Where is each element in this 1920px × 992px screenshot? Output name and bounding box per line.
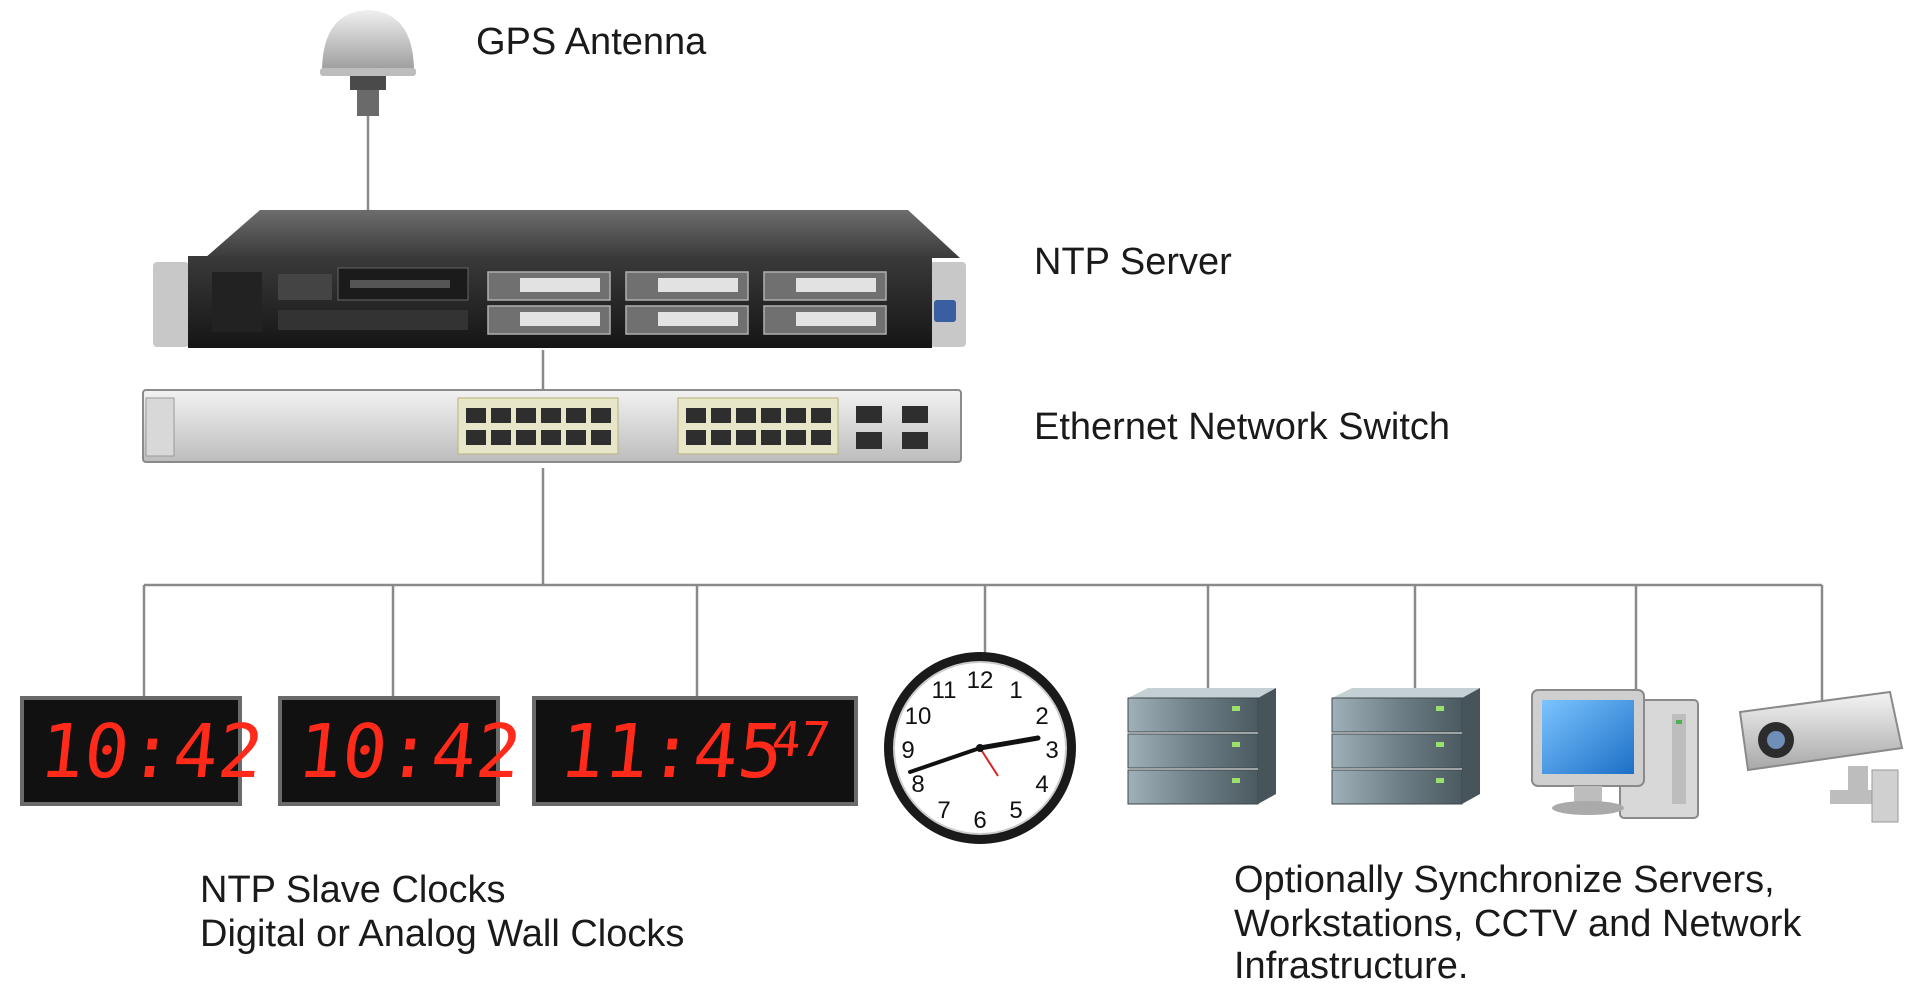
network-switch-icon [142, 389, 962, 463]
analog-clock-icon: 12 1 2 3 4 5 6 7 8 9 10 11 [884, 652, 1076, 844]
gps-antenna-label: GPS Antenna [476, 21, 707, 63]
digital-clock-frames [20, 696, 858, 806]
clock-number: 1 [1009, 677, 1022, 704]
clock-number: 2 [1035, 703, 1048, 730]
clock-number: 3 [1045, 737, 1058, 764]
ntp-server-label: NTP Server [1034, 241, 1232, 283]
digital-clock-1-display: 10:42 [35, 709, 268, 795]
workstation-icon [1531, 689, 1699, 819]
clock-number: 7 [937, 797, 950, 824]
slave-clocks-label-line2: Digital or Analog Wall Clocks [200, 913, 685, 955]
digital-clock-3-display: 11:45 [555, 709, 788, 795]
cctv-camera-icon [1738, 690, 1904, 823]
optional-sync-label-line1: Optionally Synchronize Servers, [1234, 859, 1775, 901]
optional-sync-label-line3: Infrastructure. [1234, 945, 1469, 987]
slave-clocks-label-line1: NTP Slave Clocks [200, 869, 506, 911]
clock-number: 12 [967, 667, 994, 694]
clock-number: 8 [911, 771, 924, 798]
digital-clock-2-display: 10:42 [293, 709, 526, 795]
clock-number: 4 [1035, 771, 1048, 798]
clock-number: 9 [901, 737, 914, 764]
clock-number: 5 [1009, 797, 1022, 824]
clock-number: 10 [905, 703, 932, 730]
rack-server-icon [153, 210, 966, 348]
clock-number: 6 [973, 807, 986, 834]
storage-server-icon [1331, 688, 1480, 805]
gps-antenna-icon [320, 10, 416, 116]
switch-label: Ethernet Network Switch [1034, 406, 1451, 448]
storage-server-icon [1127, 688, 1276, 805]
digital-clock-3-seconds: 47 [769, 712, 833, 768]
optional-sync-label-line2: Workstations, CCTV and Network [1234, 903, 1802, 945]
clock-number: 11 [932, 677, 957, 704]
connection-lines [142, 110, 1824, 700]
